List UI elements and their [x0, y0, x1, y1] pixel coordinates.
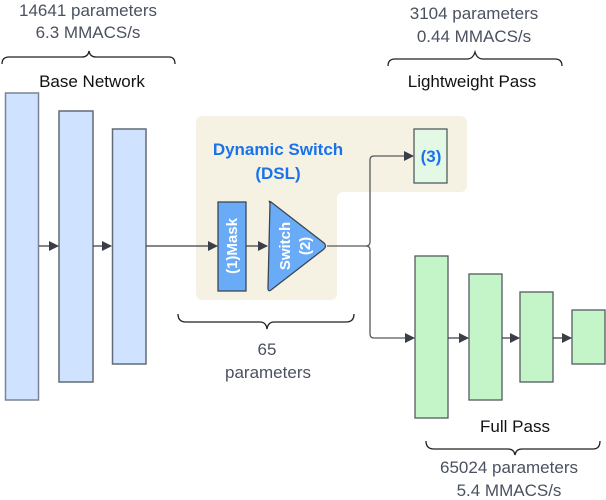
dsl-params-unit: parameters	[225, 363, 311, 382]
dsl-title-line1: Dynamic Switch	[213, 140, 343, 159]
dsl-title-line2: (DSL)	[255, 164, 300, 183]
base-params: 14641 parameters	[19, 1, 157, 20]
dsl-params-value: 65	[258, 340, 277, 359]
base-macs: 6.3 MMACS/s	[36, 23, 141, 42]
base-layer-1	[4, 92, 40, 401]
base-brace	[1, 50, 176, 65]
full-layer-3	[519, 291, 554, 383]
mask-block	[217, 201, 247, 292]
base-layer-3	[111, 128, 147, 365]
switch-block	[267, 200, 327, 292]
switch-to-full-line	[365, 245, 415, 343]
full-title: Full Pass	[480, 417, 550, 436]
switch-label-line2: (2)	[297, 237, 314, 255]
full-layer-2	[468, 273, 503, 401]
lightweight-brace	[387, 49, 563, 67]
lightweight-params: 3104 parameters	[410, 4, 539, 23]
full-layer-4	[571, 309, 606, 365]
full-brace	[425, 440, 601, 456]
base-title: Base Network	[39, 72, 145, 91]
lightweight-block	[413, 128, 448, 184]
base-layer-2	[58, 110, 94, 383]
full-macs: 5.4 MMACS/s	[457, 481, 562, 500]
lightweight-macs: 0.44 MMACS/s	[417, 27, 531, 46]
dsl-brace	[177, 313, 355, 330]
mask-label: (1)Mask	[224, 217, 241, 274]
full-params: 65024 parameters	[440, 458, 578, 477]
switch-label-line1: Switch	[277, 222, 294, 270]
dsl-region	[196, 116, 467, 300]
lightweight-block-label: (3)	[421, 147, 442, 166]
lightweight-title: Lightweight Pass	[408, 72, 537, 91]
full-layer-1	[414, 255, 449, 419]
